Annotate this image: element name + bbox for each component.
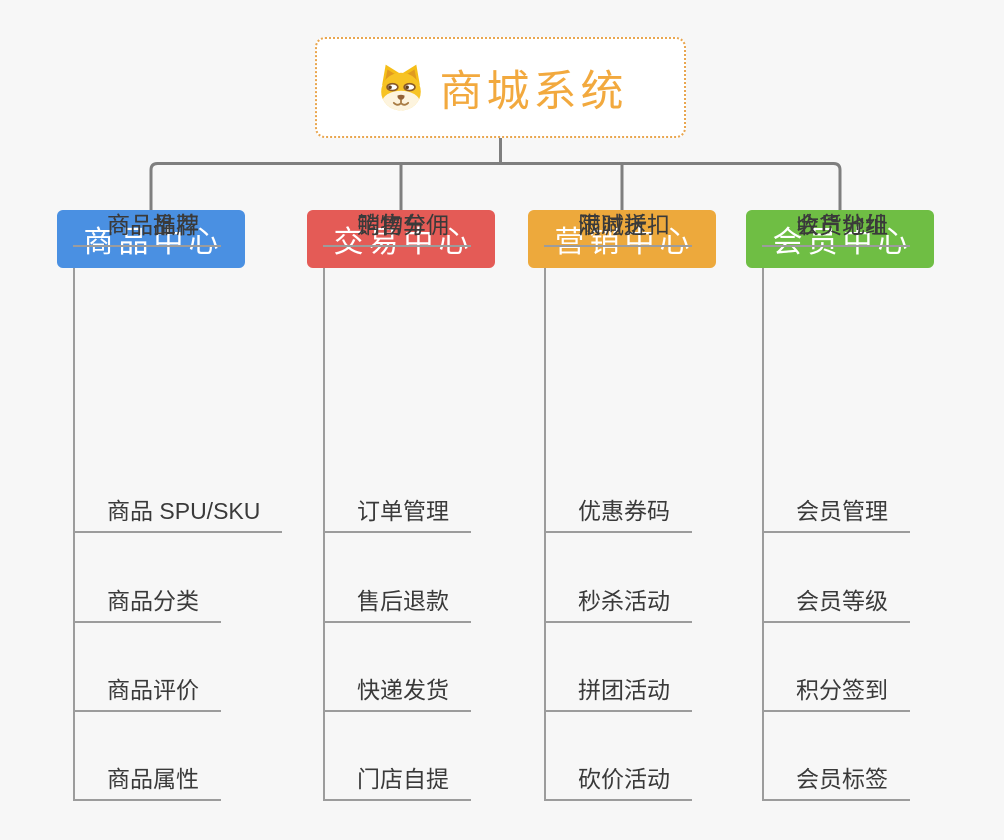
branch-trunk: [73, 268, 75, 799]
branch-marketing-center: 营销中心 优惠券码 秒杀活动 拼团活动 砍价活动 限时折扣 满减送: [528, 210, 788, 830]
branch-member-center: 会员中心 会员管理 会员等级 积分签到 会员标签 会员分组 收货地址: [746, 210, 1004, 830]
root-node[interactable]: 商城系统: [315, 37, 686, 138]
leaf-node[interactable]: 收货地址: [762, 210, 910, 247]
leaf-node[interactable]: 会员标签: [762, 764, 910, 801]
branch-header-product-center[interactable]: 商品中心: [57, 210, 245, 268]
dog-icon: [380, 64, 421, 110]
branch-trade-center: 交易中心 订单管理 售后退款 快递发货 门店自提 购物车 销售分佣: [307, 210, 567, 830]
leaf-node[interactable]: 销售分佣: [323, 210, 471, 247]
leaf-node[interactable]: 商品 SPU/SKU: [73, 496, 283, 533]
branch-trunk: [762, 268, 764, 799]
leaf-node[interactable]: 积分签到: [762, 675, 910, 712]
leaf-node[interactable]: 商品分类: [73, 586, 221, 623]
root-title: 商城系统: [439, 67, 628, 116]
leaf-node[interactable]: 秒杀活动: [544, 586, 692, 623]
leaf-node[interactable]: 订单管理: [323, 496, 471, 533]
branch-product-center: 商品中心 商品 SPU/SKU 商品分类 商品评价 商品属性 商品推荐 商品品牌: [57, 210, 317, 830]
leaf-node[interactable]: 优惠券码: [544, 496, 692, 533]
branch-header-marketing-center[interactable]: 营销中心: [528, 210, 716, 268]
leaf-node[interactable]: 会员等级: [762, 586, 910, 623]
leaf-node[interactable]: 快递发货: [323, 675, 471, 712]
leaf-node[interactable]: 售后退款: [323, 586, 471, 623]
leaf-node[interactable]: 会员管理: [762, 496, 910, 533]
branch-trunk: [544, 268, 546, 799]
leaf-node[interactable]: 商品品牌: [73, 210, 221, 247]
leaf-node[interactable]: 门店自提: [323, 764, 471, 801]
leaf-node[interactable]: 满减送: [544, 210, 669, 247]
branch-header-trade-center[interactable]: 交易中心: [307, 210, 495, 268]
leaf-node[interactable]: 拼团活动: [544, 675, 692, 712]
branch-header-member-center[interactable]: 会员中心: [746, 210, 934, 268]
leaf-node[interactable]: 商品评价: [73, 675, 221, 712]
leaf-node[interactable]: 砍价活动: [544, 764, 692, 801]
branch-trunk: [323, 268, 325, 799]
leaf-node[interactable]: 商品属性: [73, 764, 221, 801]
